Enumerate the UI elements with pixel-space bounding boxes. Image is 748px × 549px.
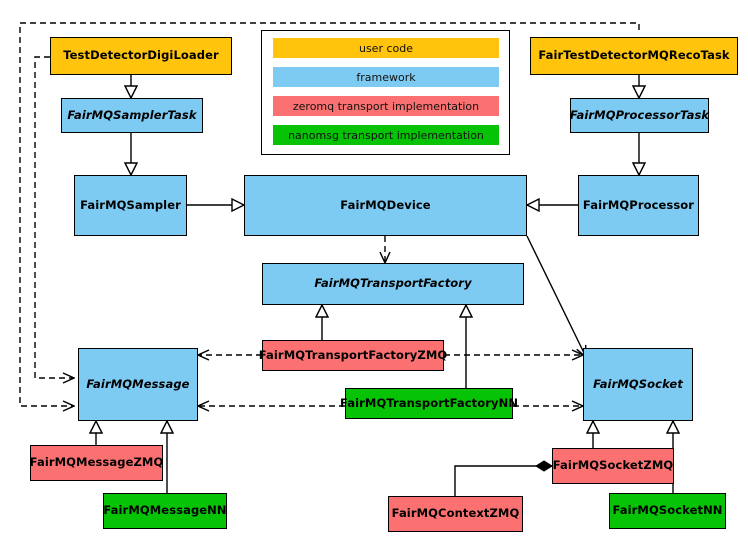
class-box-fairmq-message[interactable]: FairMQMessage — [78, 348, 198, 421]
class-box-fairmq-processor[interactable]: FairMQProcessor — [578, 175, 699, 236]
class-box-fairmq-sampler[interactable]: FairMQSampler — [74, 175, 187, 236]
class-box-fairmq-device[interactable]: FairMQDevice — [244, 175, 527, 236]
class-box-fairmq-message-nn[interactable]: FairMQMessageNN — [103, 493, 227, 529]
class-box-fairmq-message-zmq[interactable]: FairMQMessageZMQ — [30, 445, 163, 481]
class-box-fairmq-processor-task[interactable]: FairMQProcessorTask — [570, 98, 709, 133]
class-box-fairmq-socket-nn[interactable]: FairMQSocketNN — [609, 493, 726, 529]
class-box-fairmq-transport-factory-nn[interactable]: FairMQTransportFactoryNN — [340, 388, 518, 419]
legend: user code framework zeromq transport imp… — [261, 30, 510, 155]
class-box-fairmq-sampler-task[interactable]: FairMQSamplerTask — [61, 98, 203, 133]
legend-item-user-code: user code — [273, 38, 499, 58]
class-box-test-detector-digi-loader[interactable]: TestDetectorDigiLoader — [50, 37, 232, 75]
legend-item-nanomsg: nanomsg transport implementation — [273, 125, 499, 145]
class-box-fair-test-detector-mq-reco-task[interactable]: FairTestDetectorMQRecoTask — [530, 37, 738, 75]
class-box-fairmq-socket-zmq[interactable]: FairMQSocketZMQ — [552, 448, 674, 484]
legend-item-zeromq: zeromq transport implementation — [273, 96, 499, 116]
class-box-fairmq-socket[interactable]: FairMQSocket — [583, 348, 693, 421]
class-box-fairmq-transport-factory-zmq[interactable]: FairMQTransportFactoryZMQ — [259, 340, 447, 371]
legend-item-framework: framework — [273, 67, 499, 87]
class-box-fairmq-transport-factory[interactable]: FairMQTransportFactory — [262, 263, 524, 305]
class-box-fairmq-context-zmq[interactable]: FairMQContextZMQ — [388, 496, 523, 532]
